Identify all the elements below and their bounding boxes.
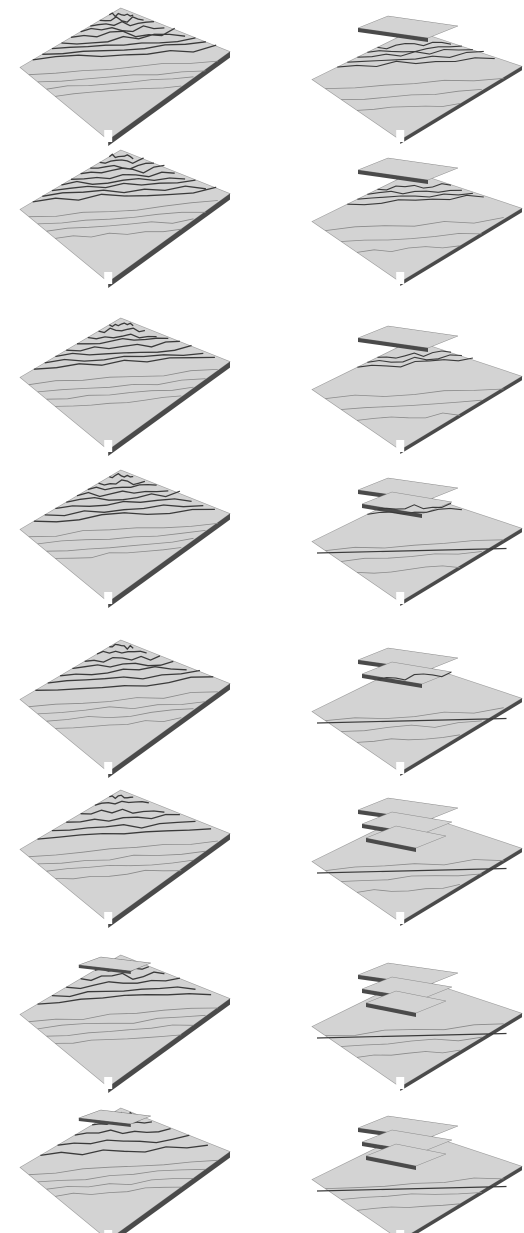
- terrain-notch: [396, 130, 404, 142]
- terrain-notch: [104, 130, 112, 142]
- contour-model: [20, 790, 230, 928]
- terrain-notch: [396, 272, 404, 284]
- terrain-notch: [104, 1077, 112, 1089]
- terrain-surface: [312, 30, 522, 140]
- terrain-surface: [20, 470, 230, 602]
- terrain-notch: [396, 1077, 404, 1089]
- terrain-notch: [104, 272, 112, 284]
- terrain-surface: [312, 172, 522, 282]
- terrace-model: [312, 326, 522, 454]
- terrain-surface: [20, 8, 230, 140]
- terrace-model: [312, 1116, 522, 1233]
- terrain-notch: [396, 762, 404, 774]
- contour-model: [20, 1108, 230, 1233]
- terrain-notch: [396, 912, 404, 924]
- contour-model: [20, 640, 230, 778]
- terrain-notch: [396, 592, 404, 604]
- terrace-model: [312, 963, 522, 1091]
- terrain-surface: [20, 318, 230, 450]
- terrace-step: [358, 16, 458, 38]
- terrace-model: [312, 16, 522, 144]
- terrace-model: [312, 798, 522, 926]
- terrace-model: [312, 158, 522, 286]
- terrain-surface: [20, 150, 230, 282]
- terrain-notch: [396, 440, 404, 452]
- terrace-model: [312, 478, 522, 606]
- terrain-notch: [104, 762, 112, 774]
- contour-model: [20, 8, 230, 146]
- terrain-surface: [312, 340, 522, 450]
- contour-model: [20, 318, 230, 456]
- terrain-notch: [104, 912, 112, 924]
- terrain-surface: [20, 640, 230, 772]
- terrain-notch: [104, 592, 112, 604]
- contour-model: [20, 470, 230, 608]
- contour-model: [20, 150, 230, 288]
- terrain-notch: [104, 440, 112, 452]
- contour-model: [20, 955, 230, 1093]
- terrace-model: [312, 648, 522, 776]
- terrain-surface: [20, 1108, 230, 1233]
- terrace-step: [358, 326, 458, 348]
- terrace-step: [358, 158, 458, 180]
